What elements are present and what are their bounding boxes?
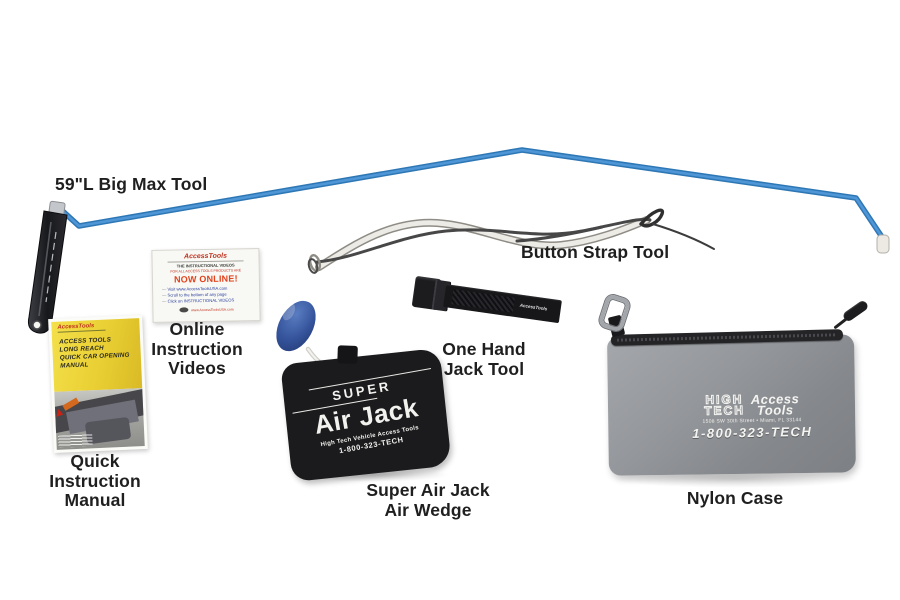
strap-end-curl xyxy=(639,208,665,228)
access-tools-logo-bottom: Tools xyxy=(756,402,794,418)
label-line: Videos xyxy=(168,358,226,378)
manual-yellow-panel: AccessTools ACCESS TOOLS LONG REACH QUIC… xyxy=(51,318,143,392)
case-print: HIGH TECH Access Tools 1508 SW 30th Stre… xyxy=(672,391,833,442)
jack-tool-logo: AccessTools xyxy=(519,302,548,312)
label-line: Air Wedge xyxy=(384,499,472,520)
manual-cover-photo xyxy=(54,388,145,450)
button-strap-dark-over xyxy=(515,225,604,243)
carabiner-ring xyxy=(597,292,632,334)
wedge-print: SUPER Air Jack High Tech Vehicle Access … xyxy=(289,368,443,462)
label-quick-manual: Quick Instruction Manual xyxy=(35,451,155,511)
card-footer-logo xyxy=(179,307,189,313)
zipper-pull xyxy=(841,299,870,323)
jack-tool-texture xyxy=(451,289,515,313)
pump-bulb-highlight xyxy=(282,303,296,321)
handle-highlight xyxy=(38,221,52,317)
case-logo-row: HIGH TECH Access Tools xyxy=(672,391,832,419)
strap-loop-inner xyxy=(307,258,319,274)
label-button-strap: Button Strap Tool xyxy=(521,242,670,262)
label-online-videos: Online Instruction Videos xyxy=(137,319,257,379)
label-line: Instruction xyxy=(151,338,243,359)
label-line: Manual xyxy=(64,490,126,510)
pump-bulb xyxy=(276,300,316,352)
card-headline: NOW ONLINE! xyxy=(173,273,238,285)
label-line: Quick xyxy=(70,451,120,471)
label-one-hand-jack: One Hand Jack Tool xyxy=(424,339,544,379)
manual-cover: AccessTools ACCESS TOOLS LONG REACH QUIC… xyxy=(51,318,145,450)
strap-tail xyxy=(652,223,715,250)
wedge-valve xyxy=(337,345,358,364)
access-tools-logo: Access Tools xyxy=(751,391,800,418)
handle-print-marks xyxy=(45,231,57,303)
label-line: Instruction xyxy=(49,470,141,491)
label-nylon-case: Nylon Case xyxy=(686,488,784,508)
label-line: Super Air Jack xyxy=(366,480,490,500)
manual-fine-print xyxy=(58,434,93,448)
label-line: Online xyxy=(169,319,225,339)
rod-tip-cap xyxy=(876,234,890,254)
card-bullets: Visit www.AccessToolsUSA.com Scroll to t… xyxy=(153,285,259,305)
button-strap-dark xyxy=(315,217,652,264)
case-phone-text: 1-800-323-TECH xyxy=(692,423,813,442)
label-line: Jack Tool xyxy=(443,358,525,379)
manual-title-lines: ACCESS TOOLS LONG REACH QUICK CAR OPENIN… xyxy=(52,335,141,371)
high-tech-logo-bottom: TECH xyxy=(704,403,746,419)
high-tech-logo: HIGH TECH xyxy=(704,392,746,419)
zipper-teeth xyxy=(616,333,838,342)
card-bullet: Click on INSTRUCTIONAL VIDEOS xyxy=(162,297,259,305)
big-max-rod-highlight xyxy=(55,148,886,242)
quick-instruction-manual: AccessTools ACCESS TOOLS LONG REACH QUIC… xyxy=(48,315,148,453)
nylon-case: HIGH TECH Access Tools 1508 SW 30th Stre… xyxy=(596,292,881,486)
label-air-wedge: Super Air Jack Air Wedge xyxy=(348,480,508,520)
card-footer-text: www.AccessToolsUSA.com xyxy=(191,307,234,312)
handle-hang-hole xyxy=(32,320,42,330)
label-line: One Hand xyxy=(442,339,526,359)
instruction-videos-card: AccessTools THE INSTRUCTIONAL VIDEOS FOR… xyxy=(151,248,261,323)
card-footer: www.AccessToolsUSA.com xyxy=(153,306,259,313)
button-strap-white xyxy=(316,217,650,270)
label-big-max: 59"L Big Max Tool xyxy=(55,174,208,194)
big-max-handle xyxy=(28,210,68,334)
